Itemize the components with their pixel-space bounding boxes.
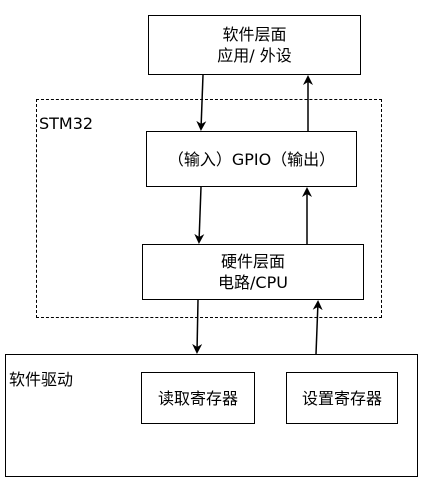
gpio-label: （输入）GPIO（输出）: [167, 149, 336, 169]
set-register-label: 设置寄存器: [301, 388, 382, 408]
software-driver-label: 软件驱动: [9, 370, 74, 389]
hardware-layer-title: 硬件层面: [220, 252, 285, 271]
set-register-box: 设置寄存器: [286, 372, 398, 424]
hardware-layer-box: 硬件层面 电路/CPU: [142, 244, 364, 300]
arrow-gpio-to-hardware: [194, 186, 205, 244]
software-layer-title: 软件层面: [222, 25, 287, 44]
hardware-layer-subtitle: 电路/CPU: [218, 273, 288, 292]
arrow-software-to-gpio: [196, 74, 207, 131]
arrow-driver-to-hardware: [312, 300, 323, 355]
read-register-label: 读取寄存器: [157, 388, 238, 408]
gpio-box: （输入）GPIO（输出）: [146, 131, 357, 187]
stm32-label: STM32: [39, 114, 94, 133]
software-layer-box: 软件层面 应用/ 外设: [148, 15, 361, 75]
stm32-group: [36, 99, 382, 318]
software-layer-subtitle: 应用/ 外设: [217, 46, 292, 65]
read-register-box: 读取寄存器: [141, 372, 255, 424]
arrow-hardware-to-driver: [192, 299, 203, 354]
